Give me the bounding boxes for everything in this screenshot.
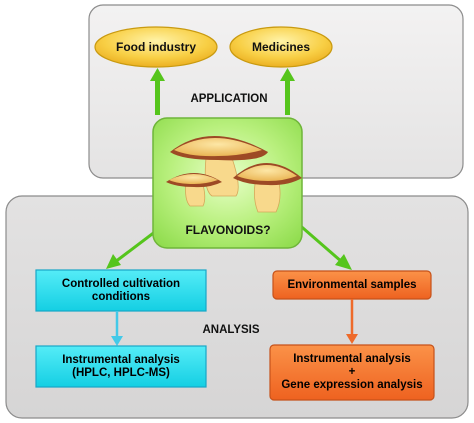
controlled-cultivation-text: Controlled cultivation conditions (36, 270, 206, 311)
gene-expression-analysis-text: Instrumental analysis + Gene expression … (270, 345, 434, 400)
controlled-cultivation-line-1: Controlled cultivation (61, 277, 181, 290)
flavonoids-label: FLAVONOIDS? (185, 223, 270, 237)
gene-expression-analysis-box (269, 344, 435, 401)
controlled-cultivation-box (35, 269, 207, 312)
medicines-ellipse (229, 26, 333, 68)
gene-expression-line-1: Instrumental analysis (293, 353, 411, 365)
instrumental-analysis-hplc-box (35, 345, 207, 388)
environmental-samples-text: Environmental samples (273, 271, 431, 299)
instrumental-analysis-line-2: (HPLC, HPLC-MS) (72, 366, 170, 379)
application-label: APPLICATION (190, 93, 267, 105)
instrumental-analysis-line-1: Instrumental analysis (62, 353, 180, 366)
arrow-environmental-to-gene-expression (346, 299, 358, 344)
arrow-to-environmental-samples (295, 220, 352, 270)
gene-expression-line-3: Gene expression analysis (281, 379, 423, 391)
analysis-label: ANALYSIS (202, 324, 259, 336)
food-industry-label: Food industry (116, 40, 196, 54)
food-industry-ellipse (94, 26, 218, 68)
environmental-samples-label: Environmental samples (287, 278, 417, 291)
medicines-label: Medicines (252, 40, 310, 54)
arrow-to-medicines (280, 68, 295, 115)
instrumental-analysis-hplc-text: Instrumental analysis (HPLC, HPLC-MS) (36, 346, 206, 387)
controlled-cultivation-line-2: conditions (91, 290, 151, 303)
gene-expression-line-2: + (348, 366, 356, 378)
arrow-to-food-industry (150, 68, 165, 115)
mushroom-icon (166, 136, 302, 213)
arrow-cultivation-to-instrumental (111, 311, 123, 346)
